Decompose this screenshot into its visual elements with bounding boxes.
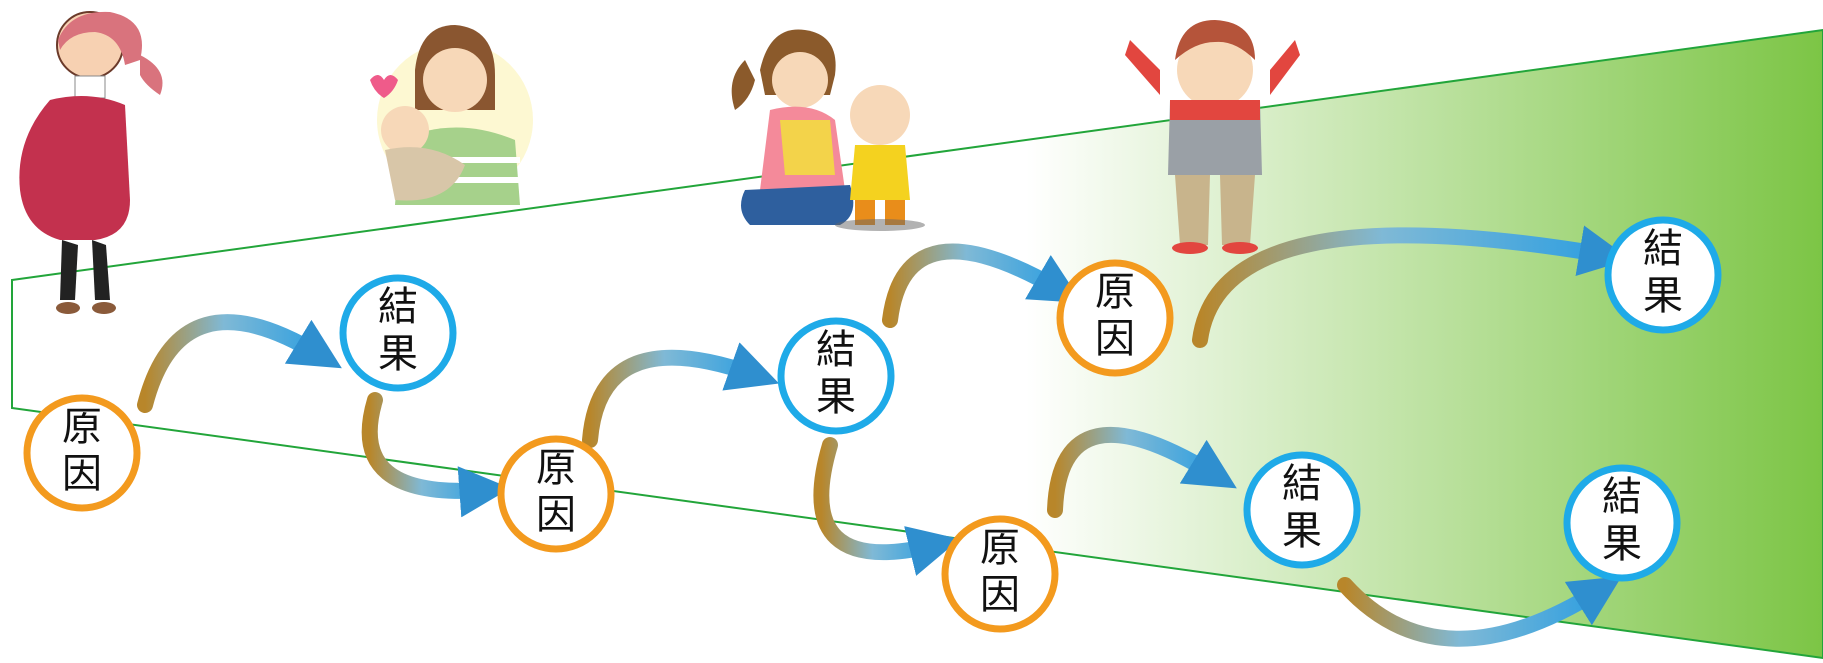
caregiver-with-toddler-illustration (731, 29, 925, 231)
node-n1: 原 因 (23, 394, 141, 512)
node-n1-line1: 原 (62, 404, 102, 450)
node-n2: 結 果 (339, 274, 457, 392)
node-n9-line1: 結 (1602, 474, 1642, 520)
arrow-n1-n2 (137, 314, 342, 413)
node-n7-line2: 果 (1282, 508, 1322, 554)
node-n4-line1: 結 (816, 327, 856, 373)
node-n6: 原 因 (941, 515, 1059, 633)
arrow-n5-n8 (1192, 225, 1631, 348)
mother-holding-infant-illustration (370, 25, 533, 205)
arrow-n7-n9 (1337, 576, 1622, 647)
node-n9-line2: 果 (1602, 521, 1642, 567)
node-n4: 結 果 (777, 317, 895, 435)
arrow-n3-n4 (582, 342, 780, 448)
child-arms-raised-illustration (1125, 20, 1300, 254)
arrow-n6-n7 (1047, 426, 1237, 518)
node-n6-line2: 因 (980, 572, 1020, 618)
node-n8-line1: 結 (1643, 226, 1683, 272)
node-n8: 結 果 (1604, 216, 1722, 334)
node-n5-line2: 因 (1095, 316, 1135, 362)
node-n6-line1: 原 (980, 525, 1020, 571)
arrow-n4-n5 (882, 243, 1083, 328)
node-n3-line2: 因 (536, 492, 576, 538)
node-n7: 結 果 (1243, 451, 1361, 569)
node-n5-line1: 原 (1095, 269, 1135, 315)
pregnant-woman-illustration (19, 11, 163, 314)
node-n3-line1: 原 (536, 445, 576, 491)
node-n1-line2: 因 (62, 451, 102, 497)
node-n5: 原 因 (1056, 259, 1174, 377)
flow-arrows (137, 225, 1631, 647)
node-n9: 結 果 (1563, 464, 1681, 582)
node-n3: 原 因 (497, 435, 615, 553)
arrow-n2-n3 (361, 392, 511, 518)
node-n2-line1: 結 (378, 284, 418, 330)
node-n7-line1: 結 (1282, 461, 1322, 507)
arrow-n4-n6 (813, 437, 960, 576)
node-n2-line2: 果 (378, 331, 418, 377)
node-n8-line2: 果 (1643, 273, 1683, 319)
node-n4-line2: 果 (816, 374, 856, 420)
